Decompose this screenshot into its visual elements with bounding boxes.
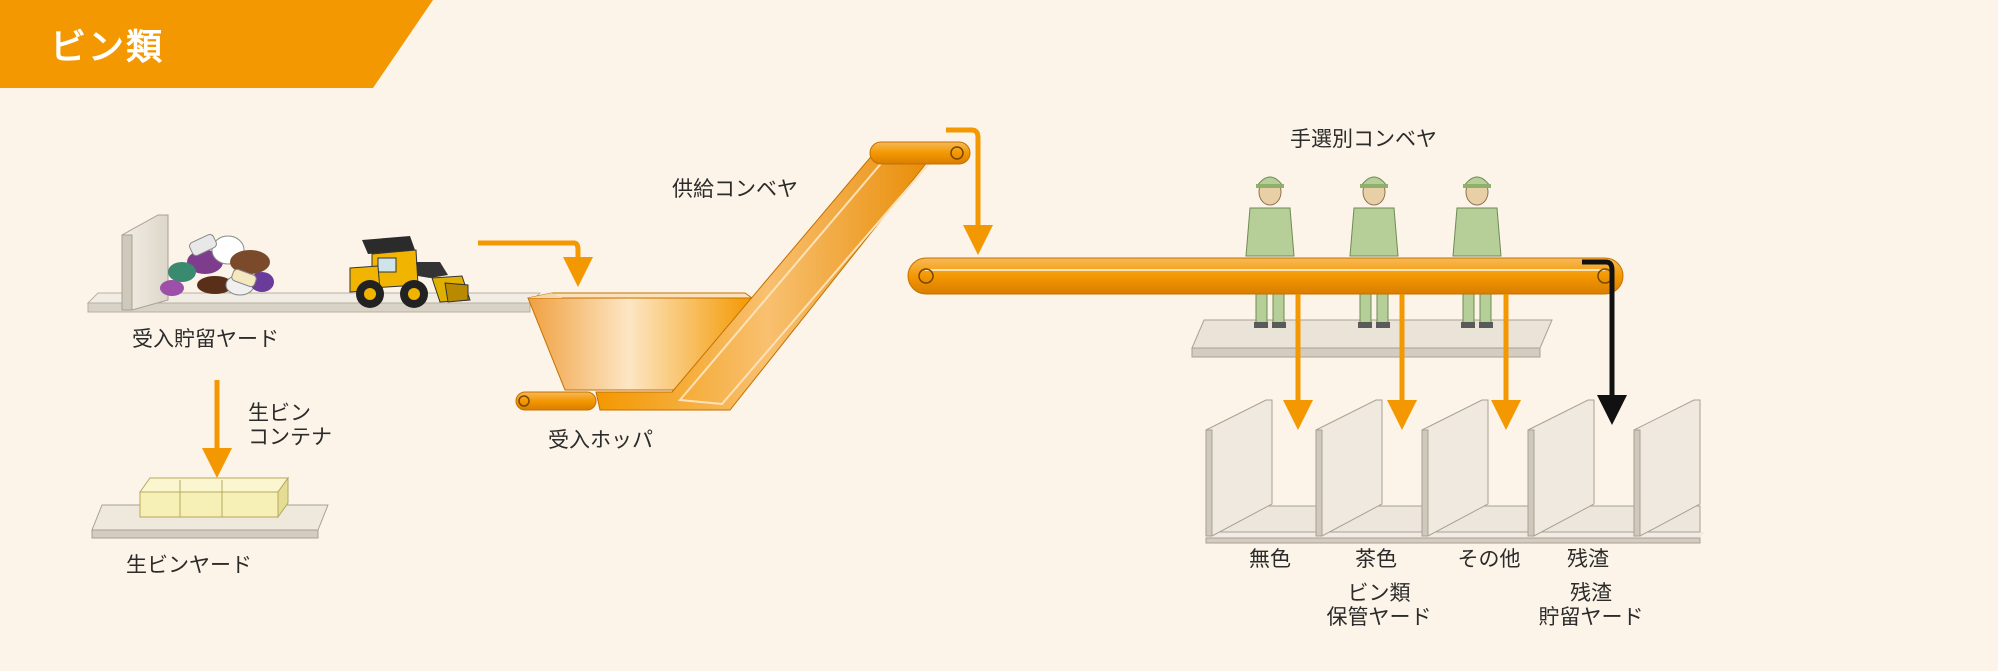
bin-partitions (1205, 399, 1701, 537)
bin-partition (1633, 399, 1701, 537)
supply-conveyor (595, 141, 971, 411)
receiving-yard-label: 受入貯留ヤード (132, 327, 279, 351)
bin-storage-yard-label: ビン類 保管ヤード (1326, 581, 1432, 630)
hand-sorting-conveyor-label: 手選別コンベヤ (1290, 127, 1437, 151)
header-banner (0, 0, 433, 88)
bin-partition (1315, 399, 1383, 537)
bin-partition (1527, 399, 1595, 537)
bin-label-brown: 茶色 (1355, 547, 1397, 571)
bin-partition (1421, 399, 1489, 537)
residue-storage-yard-label: 残渣 貯留ヤード (1538, 581, 1644, 630)
raw-bin-yard-label: 生ビンヤード (126, 553, 252, 577)
flow-arrow-icon (946, 127, 993, 255)
worker-icon (1245, 176, 1295, 328)
bin-partition (1205, 399, 1273, 537)
bin-label-residue: 残渣 (1567, 547, 1609, 571)
hand-sorting-conveyor (907, 257, 1624, 295)
worker-icon (1452, 176, 1502, 328)
supply-conveyor-label: 供給コンベヤ (672, 177, 798, 201)
worker-icon (1349, 176, 1399, 328)
raw-bin-container-icon (139, 476, 289, 519)
residue-arrow-icon (1582, 259, 1627, 425)
receiving-hopper-label: 受入ホッパ (548, 428, 653, 452)
worker-group (1245, 176, 1502, 328)
bin-label-colorless: 無色 (1249, 547, 1291, 571)
receiving-yard (86, 214, 542, 313)
bin-label-other: その他 (1457, 547, 1521, 571)
wheel-loader-icon (349, 236, 471, 308)
raw-bin-container-label: 生ビン コンテナ (248, 401, 332, 450)
glass-bottle-pile-icon (160, 233, 274, 296)
flow-arrow-icon (478, 240, 593, 287)
bin-drop-arrows (1283, 294, 1521, 430)
page-title: ビン類 (50, 27, 165, 68)
